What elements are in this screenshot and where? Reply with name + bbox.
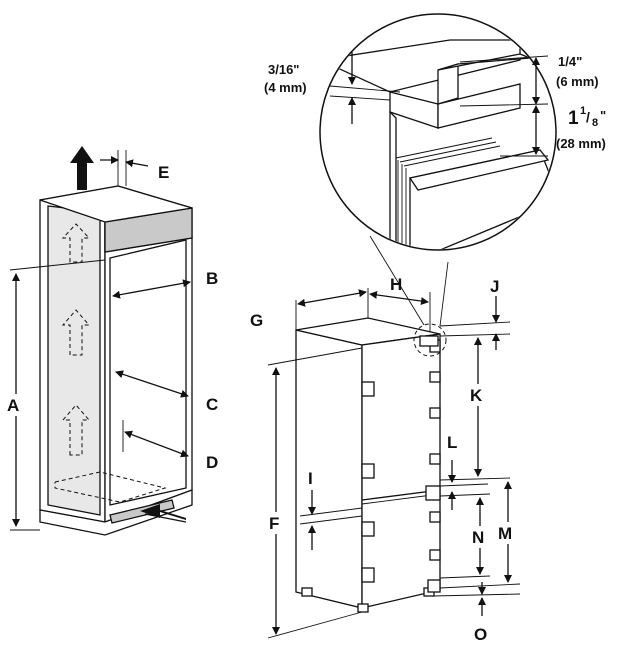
callout-door-inch-mark: " xyxy=(600,108,606,123)
label-f: F xyxy=(269,514,279,533)
dimension-i: I xyxy=(299,469,363,550)
label-k: K xyxy=(470,386,483,405)
svg-text:/: / xyxy=(586,109,590,125)
label-a: A xyxy=(7,396,19,415)
dimension-b: B xyxy=(112,269,218,299)
callout-door-whole: 1 xyxy=(568,108,579,129)
label-c: C xyxy=(206,395,218,414)
dimension-m: M xyxy=(439,481,521,589)
dimension-k: K xyxy=(439,337,511,481)
callout-panel-mm: (6 mm) xyxy=(556,74,599,89)
dimension-e: E xyxy=(100,150,169,186)
dimension-o: O xyxy=(433,582,521,644)
callout-panel-inch: 1/4" xyxy=(558,54,582,69)
dimension-g: G xyxy=(250,288,369,330)
dimension-c: C xyxy=(115,370,218,414)
refrigerator-unit xyxy=(295,317,441,613)
label-e: E xyxy=(158,163,169,182)
dimension-d: D xyxy=(124,430,218,472)
dimension-f: F xyxy=(264,347,363,639)
label-g: G xyxy=(250,311,263,330)
label-j: J xyxy=(490,277,499,296)
dimension-l: L xyxy=(439,433,489,510)
label-m: M xyxy=(498,524,512,543)
dimension-n: N xyxy=(439,493,491,579)
label-d: D xyxy=(206,453,218,472)
label-b: B xyxy=(206,269,218,288)
callout-door-den: 8 xyxy=(592,117,598,129)
callout-door-mm: (28 mm) xyxy=(556,136,606,151)
label-h: H xyxy=(390,275,402,294)
callout-gap-mm: (4 mm) xyxy=(264,80,307,95)
label-l: L xyxy=(447,433,457,452)
label-o: O xyxy=(474,625,487,644)
cabinet-niche xyxy=(39,146,193,536)
dimension-j: J xyxy=(439,277,511,350)
detail-callout: 3/16" (4 mm) 1/4" (6 mm) 1 1 / 8 " (28 m… xyxy=(264,13,606,357)
dimension-h: H xyxy=(369,275,431,332)
callout-door-num: 1 xyxy=(580,105,586,117)
callout-gap-inch: 3/16" xyxy=(268,62,299,77)
label-i: I xyxy=(308,469,313,488)
label-n: N xyxy=(472,528,484,547)
dimension-a: A xyxy=(4,259,106,531)
